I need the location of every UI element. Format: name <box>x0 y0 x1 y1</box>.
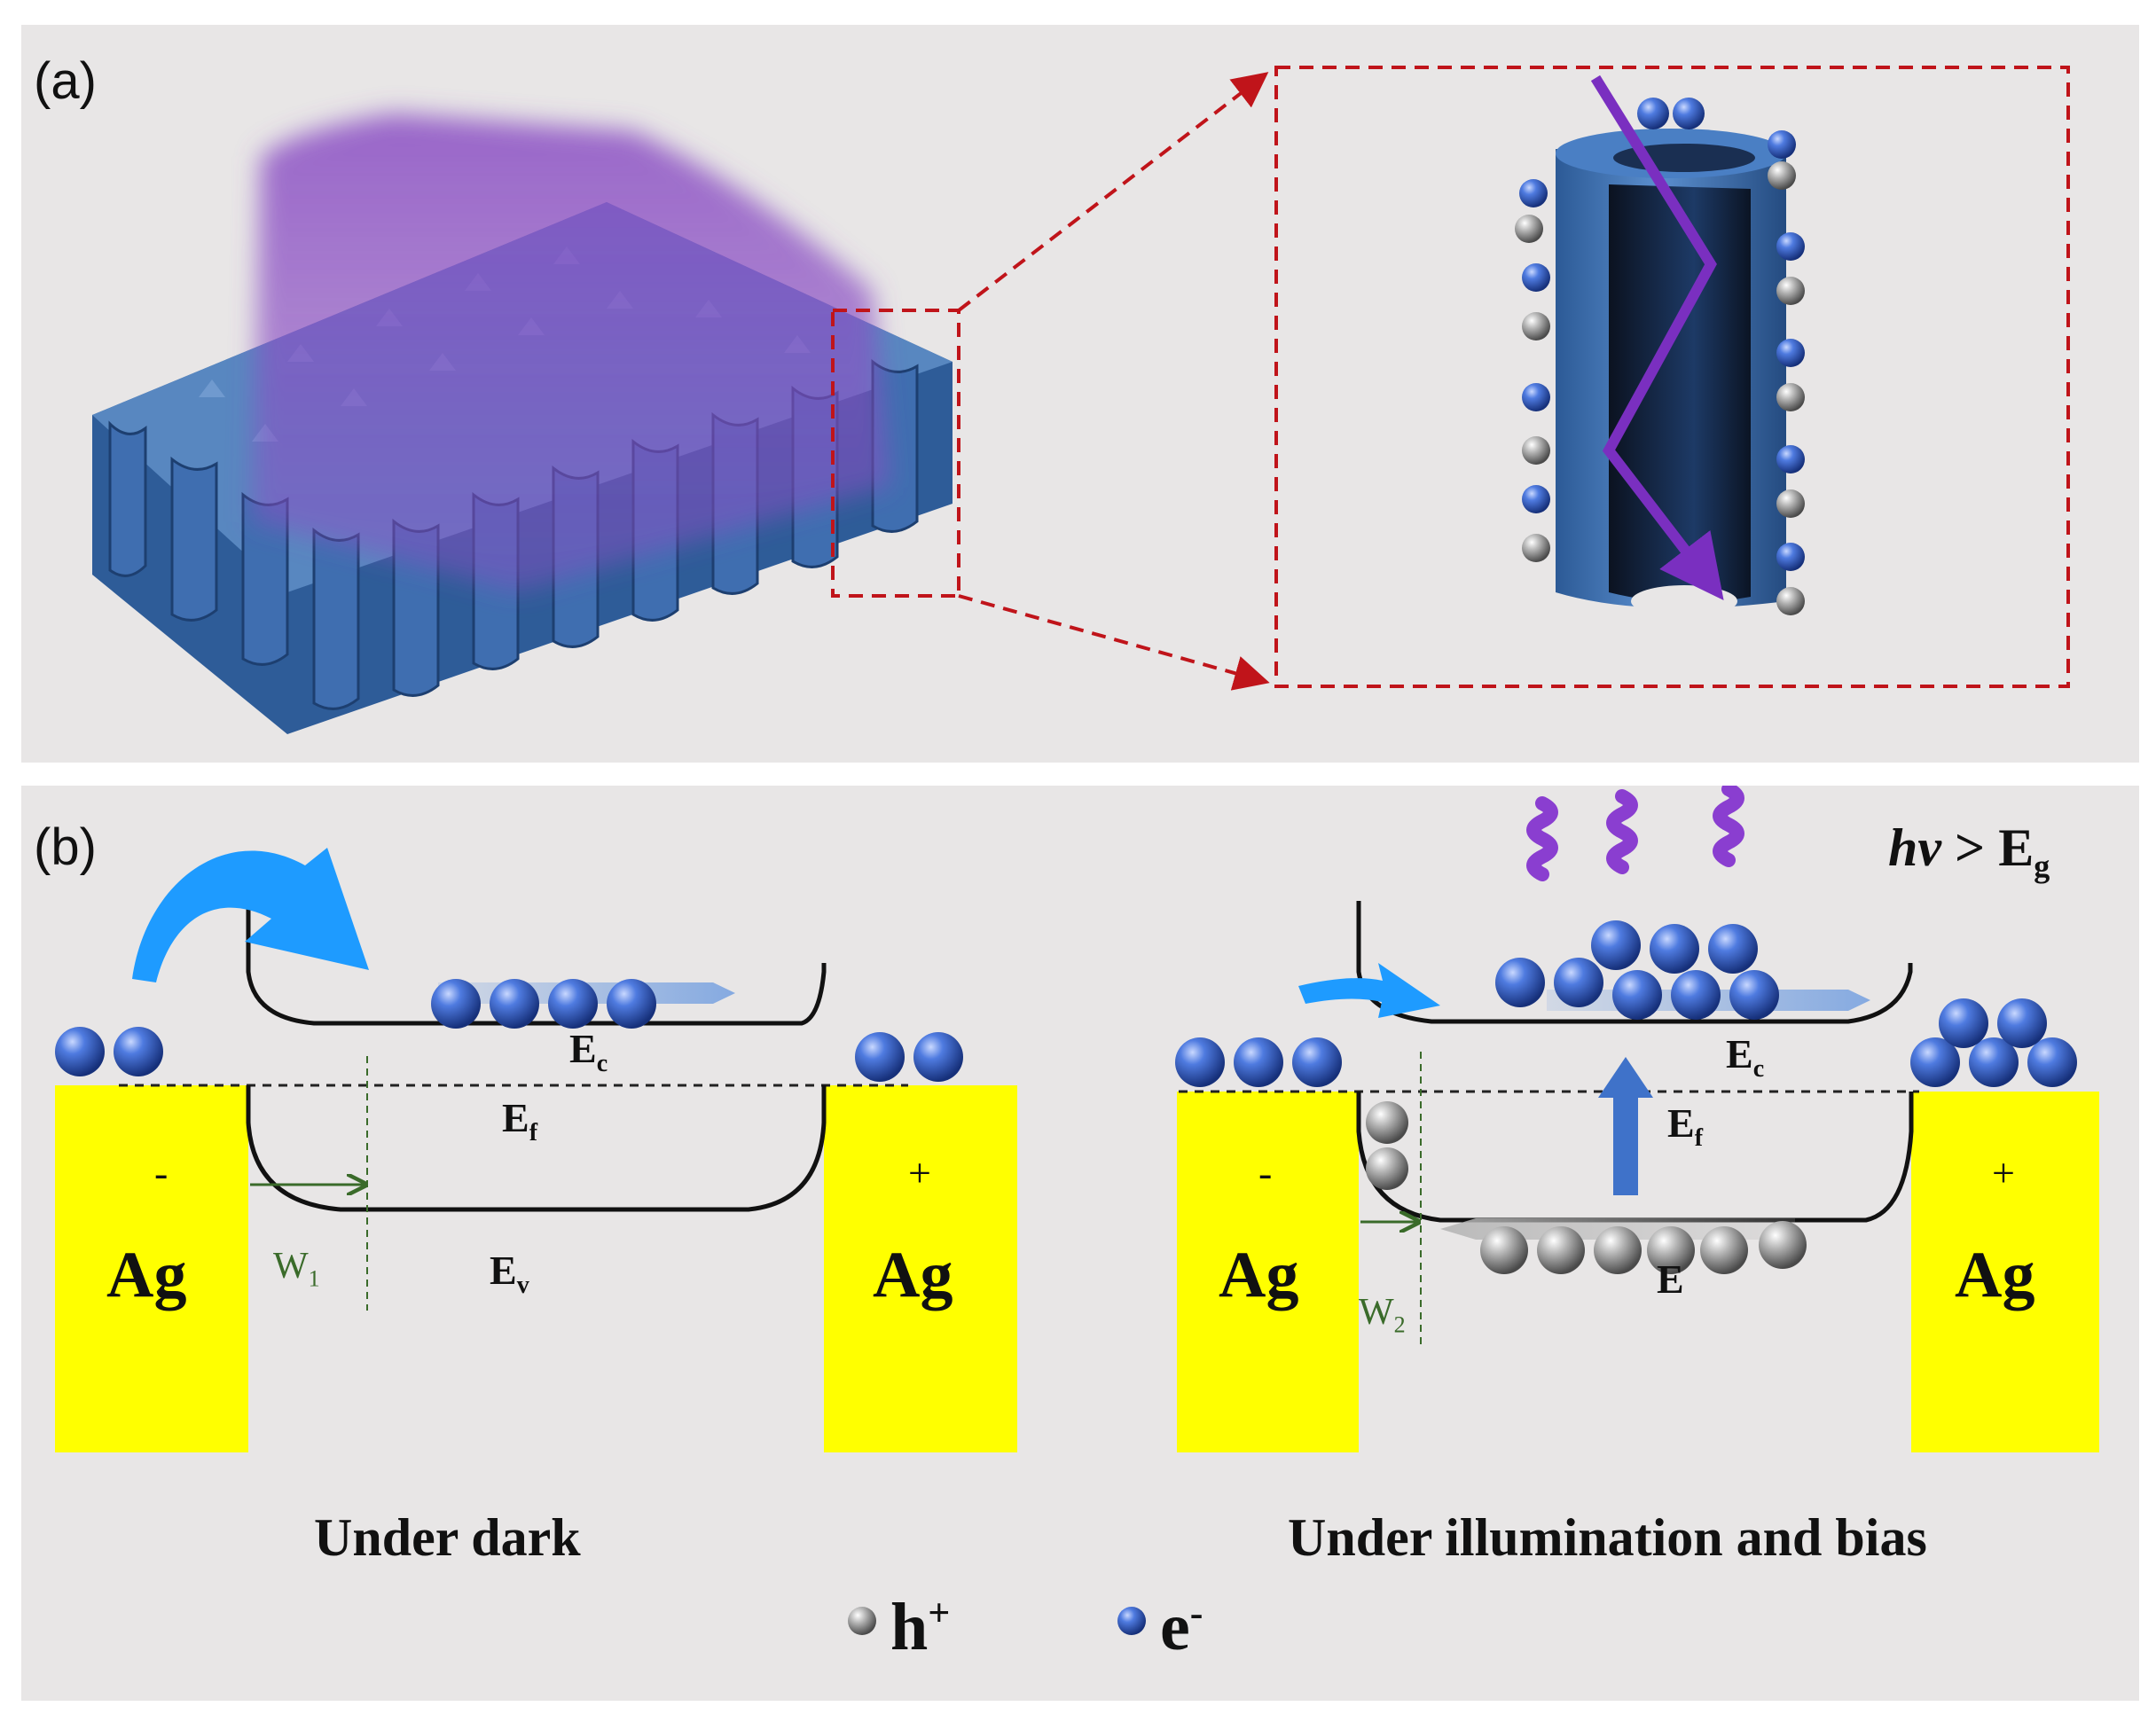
dark-left-sign: - <box>154 1150 169 1195</box>
light-ef-label: Ef <box>1667 1100 1704 1153</box>
panel-a: (a) <box>21 25 2139 763</box>
light-w2-label: W2 <box>1359 1292 1406 1338</box>
photon-condition: hv > Eg <box>1888 818 2050 884</box>
light-right-ag: Ag <box>1955 1239 2035 1311</box>
dark-conduction-band <box>246 896 827 1026</box>
legend-hole-label: h+ <box>890 1590 951 1664</box>
illuminated-band-diagram <box>1175 786 2099 1452</box>
dark-electrode-left <box>55 1085 248 1452</box>
dark-valence-band <box>246 1085 827 1212</box>
dark-left-ag: Ag <box>106 1239 187 1311</box>
legend-electron-label: e- <box>1160 1590 1203 1664</box>
dark-right-ag: Ag <box>873 1239 953 1311</box>
zoom-arrow-top <box>957 72 1269 312</box>
band-diagrams <box>55 786 2099 1635</box>
light-right-sign: + <box>1992 1150 2015 1195</box>
panel-b: (b) <box>21 786 2139 1701</box>
photon-waves <box>1526 786 1744 881</box>
light-electrode-right <box>1911 1092 2099 1452</box>
light-left-sign: - <box>1258 1150 1273 1195</box>
light-beam <box>252 113 890 592</box>
dark-right-sign: + <box>908 1150 931 1195</box>
light-caption: Under illumination and bias <box>1288 1508 1927 1567</box>
panel-a-illustration <box>92 66 2070 734</box>
dark-ec-label: Ec <box>569 1026 608 1078</box>
dark-caption: Under dark <box>314 1508 581 1567</box>
light-left-ag: Ag <box>1219 1239 1299 1311</box>
light-injection-arrow <box>1298 963 1440 1018</box>
dark-electrode-right <box>824 1085 1017 1452</box>
light-ec-label: Ec <box>1726 1031 1765 1084</box>
dark-w1-label: W1 <box>273 1246 320 1292</box>
light-ev-label: E <box>1657 1256 1684 1302</box>
dark-ef-label: Ef <box>502 1095 538 1147</box>
zoom-target-box <box>1274 66 2070 688</box>
light-electrode-left <box>1177 1092 1359 1452</box>
dark-ev-label: Ev <box>490 1248 529 1300</box>
legend-electron-icon <box>1117 1607 1146 1635</box>
excitation-arrow-head <box>1598 1057 1653 1098</box>
dark-injection-arrow <box>132 848 369 982</box>
excitation-arrow <box>1613 1096 1638 1195</box>
light-path-arrow <box>1590 74 1724 601</box>
zoom-arrow-bottom <box>958 594 1270 691</box>
light-electrons <box>1175 920 2077 1087</box>
panel-a-label: (a) <box>34 52 97 110</box>
panel-b-label: (b) <box>34 818 97 876</box>
dark-electrons <box>55 979 963 1082</box>
legend-hole-icon <box>848 1607 876 1635</box>
zoom-source-box <box>831 309 960 598</box>
light-holes <box>1366 1101 1807 1274</box>
surface-carriers <box>1515 98 1805 615</box>
dark-band-diagram <box>55 848 1017 1452</box>
